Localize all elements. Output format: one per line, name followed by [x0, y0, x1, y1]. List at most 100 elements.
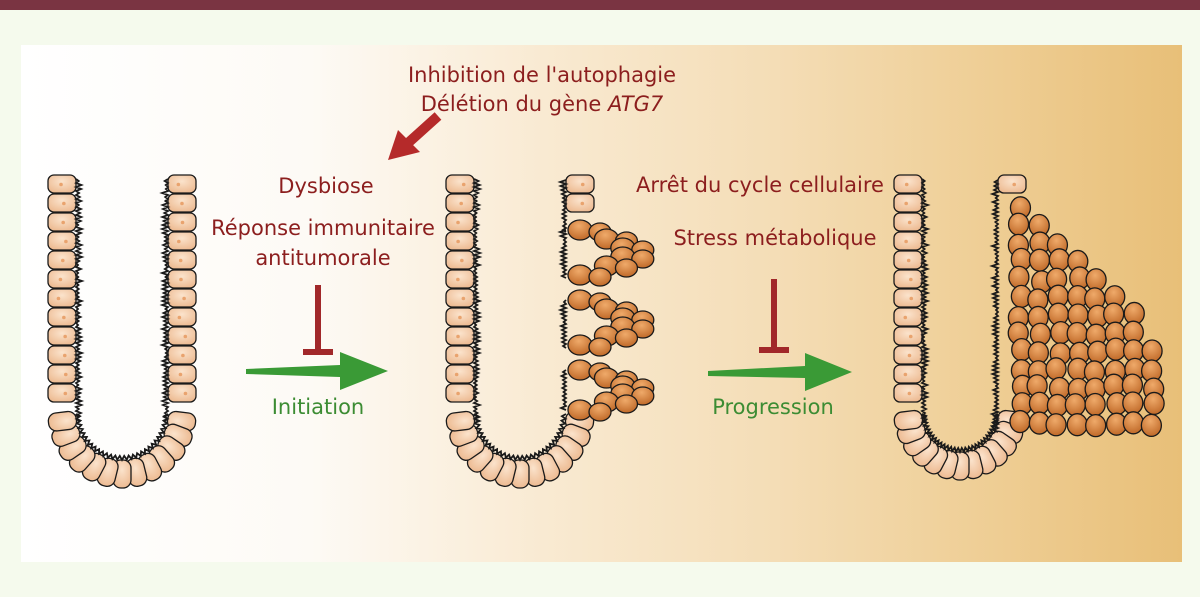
- cell-nucleus: [184, 392, 188, 396]
- brush-border: [560, 230, 566, 278]
- epithelial-cell: [48, 194, 76, 212]
- tumor-cell: [568, 220, 592, 240]
- tumor-cell: [568, 265, 592, 285]
- cell-nucleus: [459, 202, 463, 206]
- epithelial-cell: [48, 289, 76, 307]
- tumor-cell: [1086, 415, 1106, 437]
- epithelial-cell: [894, 232, 922, 250]
- tumor-cell: [1142, 340, 1162, 362]
- cell-nucleus: [455, 373, 459, 377]
- inhibition-line2-prefix: Délétion du gène: [421, 92, 608, 116]
- epithelial-cell: [894, 289, 922, 307]
- epithelial-cell: [566, 175, 594, 193]
- cell-nucleus: [57, 297, 61, 301]
- crypt-healthy: [47, 175, 196, 488]
- brush-border: [922, 179, 928, 423]
- cell-nucleus: [181, 221, 185, 225]
- label-initiation: Initiation: [272, 395, 365, 419]
- epithelial-cell: [998, 175, 1026, 193]
- tumor-cell: [589, 268, 611, 286]
- label-progression: Progression: [712, 395, 834, 419]
- cell-nucleus: [460, 259, 464, 263]
- tumor-cell: [1088, 341, 1108, 363]
- cell-nucleus: [184, 335, 188, 339]
- epithelial-cell: [168, 232, 196, 250]
- epithelial-cell: [48, 365, 76, 383]
- epithelial-cell: [446, 232, 474, 250]
- epithelial-cell: [894, 270, 922, 288]
- tumor-cell: [1144, 392, 1164, 414]
- inhibition-line2: Délétion du gène ATG7: [421, 92, 664, 116]
- epithelial-cell: [446, 175, 474, 193]
- tumor-cell: [1046, 414, 1066, 436]
- tumor-cell: [1029, 249, 1049, 271]
- crypt-base-cell: [445, 411, 475, 432]
- crypt-base-cell: [893, 410, 923, 431]
- tumor-cell: [615, 395, 637, 413]
- tumor-cell: [1067, 322, 1087, 344]
- label-dysbiose: Dysbiose: [278, 174, 373, 198]
- tumor-cell: [1009, 266, 1029, 288]
- tumor-cell: [589, 403, 611, 421]
- tumor-cell: [615, 259, 637, 277]
- crypt-base-cell: [47, 411, 77, 432]
- epithelial-cell: [48, 308, 76, 326]
- epithelial-cell: [48, 232, 76, 250]
- tumor-cell: [568, 360, 592, 380]
- epithelial-cell: [566, 194, 594, 212]
- brush-border: [162, 179, 168, 423]
- cell-nucleus: [909, 297, 913, 301]
- cell-nucleus: [61, 221, 65, 225]
- cell-nucleus: [904, 373, 908, 377]
- epithelial-cell: [168, 327, 196, 345]
- cell-nucleus: [64, 392, 68, 396]
- label-immune-line1: Réponse immunitaire: [211, 216, 435, 240]
- epithelial-cell: [446, 346, 474, 364]
- cell-nucleus: [456, 335, 460, 339]
- crypt-initiated: [445, 175, 653, 488]
- epithelial-cell: [48, 346, 76, 364]
- tumor-cell: [1047, 394, 1067, 416]
- epithelial-cell: [48, 384, 76, 402]
- cell-nucleus: [456, 221, 460, 225]
- brush-border: [992, 180, 998, 432]
- cell-nucleus: [904, 202, 908, 206]
- cell-nucleus: [909, 335, 913, 339]
- tumor-cell: [568, 400, 592, 420]
- epithelial-cell: [48, 327, 76, 345]
- cell-nucleus: [581, 183, 585, 187]
- cell-nucleus: [179, 373, 183, 377]
- progression-arrow: [708, 353, 852, 391]
- cell-nucleus: [179, 278, 183, 282]
- brush-border: [560, 180, 566, 232]
- cell-nucleus: [177, 183, 181, 187]
- cell-nucleus: [581, 202, 585, 206]
- cell-nucleus: [1012, 183, 1016, 187]
- cell-nucleus: [61, 259, 65, 263]
- epithelial-cell: [168, 289, 196, 307]
- cell-nucleus: [180, 202, 184, 206]
- cell-nucleus: [462, 183, 466, 187]
- tumor-cell: [1085, 393, 1105, 415]
- cell-nucleus: [181, 354, 185, 358]
- epithelial-cell: [894, 194, 922, 212]
- label-arret-cycle: Arrêt du cycle cellulaire: [636, 173, 884, 197]
- inhibitor-left: [303, 285, 333, 352]
- brush-border: [76, 179, 82, 423]
- cell-nucleus: [59, 278, 63, 282]
- cell-nucleus: [455, 354, 459, 358]
- cell-nucleus: [63, 354, 67, 358]
- cell-nucleus: [909, 278, 913, 282]
- epithelial-cell: [446, 289, 474, 307]
- cell-nucleus: [456, 278, 460, 282]
- tumor-cell: [1065, 394, 1085, 416]
- gene-name: ATG7: [606, 92, 664, 116]
- cell-nucleus: [462, 297, 466, 301]
- label-stress-metabolique: Stress métabolique: [673, 226, 876, 250]
- epithelial-cell: [446, 327, 474, 345]
- epithelial-cell: [446, 365, 474, 383]
- cell-nucleus: [64, 240, 68, 244]
- cell-nucleus: [458, 316, 462, 320]
- cell-nucleus: [64, 373, 68, 377]
